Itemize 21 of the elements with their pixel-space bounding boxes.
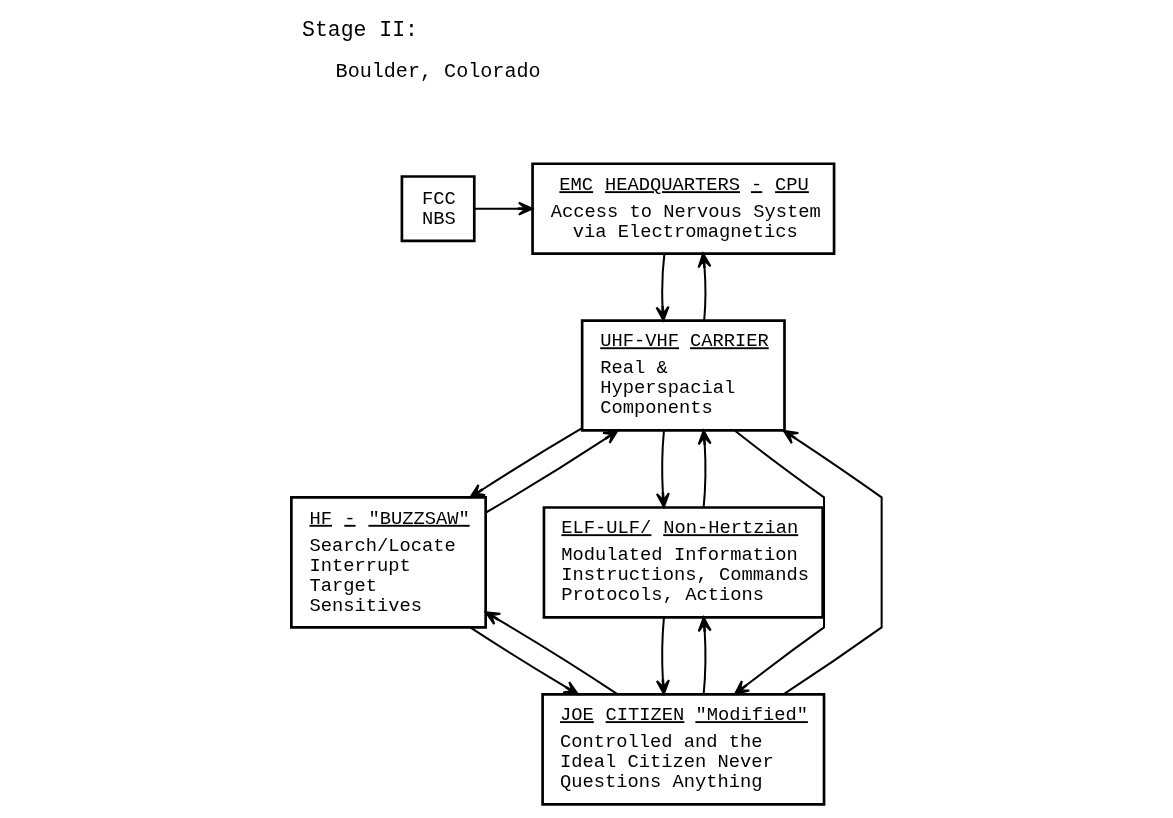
arrow [469,626,579,696]
node-box: FCC NBS [400,175,476,243]
arrow [697,616,712,694]
diagram-title: Stage II: [302,18,418,43]
arrow [697,429,712,507]
arrow [469,427,583,499]
arrow [485,429,619,514]
arrow [484,611,618,695]
node-box: EMC HEADQUARTERS - CPU Access to Nervous System via Electromagnetics [531,162,836,255]
label: Boulder, Colorado [335,60,541,84]
node-box: ELF-ULF/ Non-Hertzian Modulated Information Instructions, Commands Protocols, Actions [542,506,824,619]
node-box: UHF-VHF CARRIER Real & Hyperspacial Components [580,319,786,432]
arrow [734,430,826,696]
arrow [474,201,534,216]
arrow [697,252,712,321]
arrow [655,430,670,508]
arrow [782,429,883,695]
node-box: JOE CITIZEN "Modified" Controlled and the Ideal Citizen Never Questions Anything [541,693,826,806]
node-box: HF - "BUZZSAW" Search/Locate Interrupt Target Sensitives [290,496,487,629]
arrow [655,253,670,322]
arrow [655,617,670,695]
